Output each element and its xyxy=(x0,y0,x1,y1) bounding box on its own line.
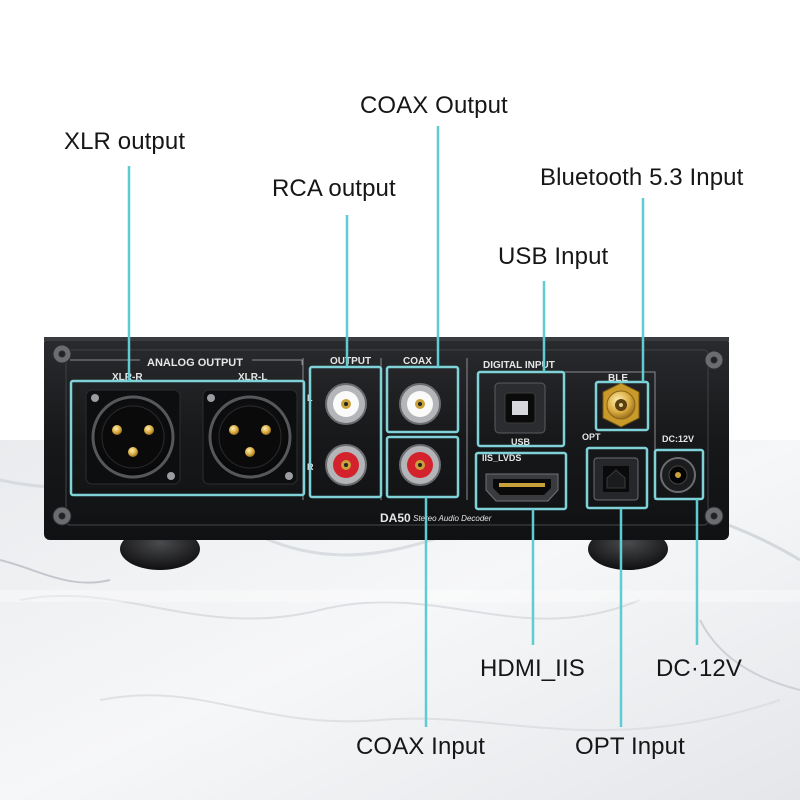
hdmi-iis-callout: HDMI_IIS xyxy=(480,655,585,682)
output-label: OUTPUT xyxy=(330,356,371,367)
rca-highlight xyxy=(308,365,383,499)
xlr-l-label: XLR-L xyxy=(238,372,267,383)
dc-power-jack[interactable] xyxy=(660,457,696,493)
hdmi-iis-port[interactable] xyxy=(485,473,559,502)
hdmi-highlight xyxy=(474,451,568,511)
opt-highlight xyxy=(585,446,649,510)
ble-label: BLE xyxy=(608,373,628,384)
coax-input-jack[interactable] xyxy=(399,444,441,486)
optical-port[interactable] xyxy=(593,457,639,501)
model-label: DA50 xyxy=(380,511,411,525)
usb-b-port[interactable] xyxy=(494,382,546,434)
dc-12v-callout: DC·12V xyxy=(656,655,742,682)
xlr-highlight xyxy=(69,379,306,497)
dc12v-label: DC:12V xyxy=(662,434,694,444)
bluetooth-input-callout: Bluetooth 5.3 Input xyxy=(540,164,744,191)
xlr-r-connector[interactable] xyxy=(85,389,181,485)
usb-highlight xyxy=(476,370,566,448)
coax-output-jack[interactable] xyxy=(399,383,441,425)
opt-input-callout: OPT Input xyxy=(575,733,685,760)
xlr-l-connector[interactable] xyxy=(202,389,298,485)
usb-label: USB xyxy=(511,437,531,447)
rca-output-callout: RCA output xyxy=(272,175,396,202)
xlr-output-callout: XLR output xyxy=(64,128,186,155)
xlr-r-label: XLR-R xyxy=(112,372,143,383)
coax-input-callout: COAX Input xyxy=(356,733,486,760)
ble-highlight xyxy=(594,380,650,432)
coax-label: COAX xyxy=(403,356,432,367)
description-label: Stereo Audio Decoder xyxy=(413,514,492,523)
callout-lines xyxy=(127,126,699,727)
dc-highlight xyxy=(653,448,705,501)
opt-label: OPT xyxy=(582,432,601,442)
analog-output-label: ANALOG OUTPUT xyxy=(147,357,243,369)
corner-screws xyxy=(52,344,724,526)
highlight-frames xyxy=(69,365,705,511)
digital-input-label: DIGITAL INPUT xyxy=(483,360,555,371)
coax-input-highlight xyxy=(385,435,460,499)
usb-input-callout: USB Input xyxy=(498,243,609,270)
rca-output-l-jack[interactable] xyxy=(325,383,367,425)
coax-output-highlight xyxy=(385,365,460,434)
rca-output-r-jack[interactable] xyxy=(325,444,367,486)
iis-lvds-label: IIS_LVDS xyxy=(482,453,521,463)
coax-output-callout: COAX Output xyxy=(360,92,508,119)
ble-antenna-connector[interactable] xyxy=(602,382,640,428)
